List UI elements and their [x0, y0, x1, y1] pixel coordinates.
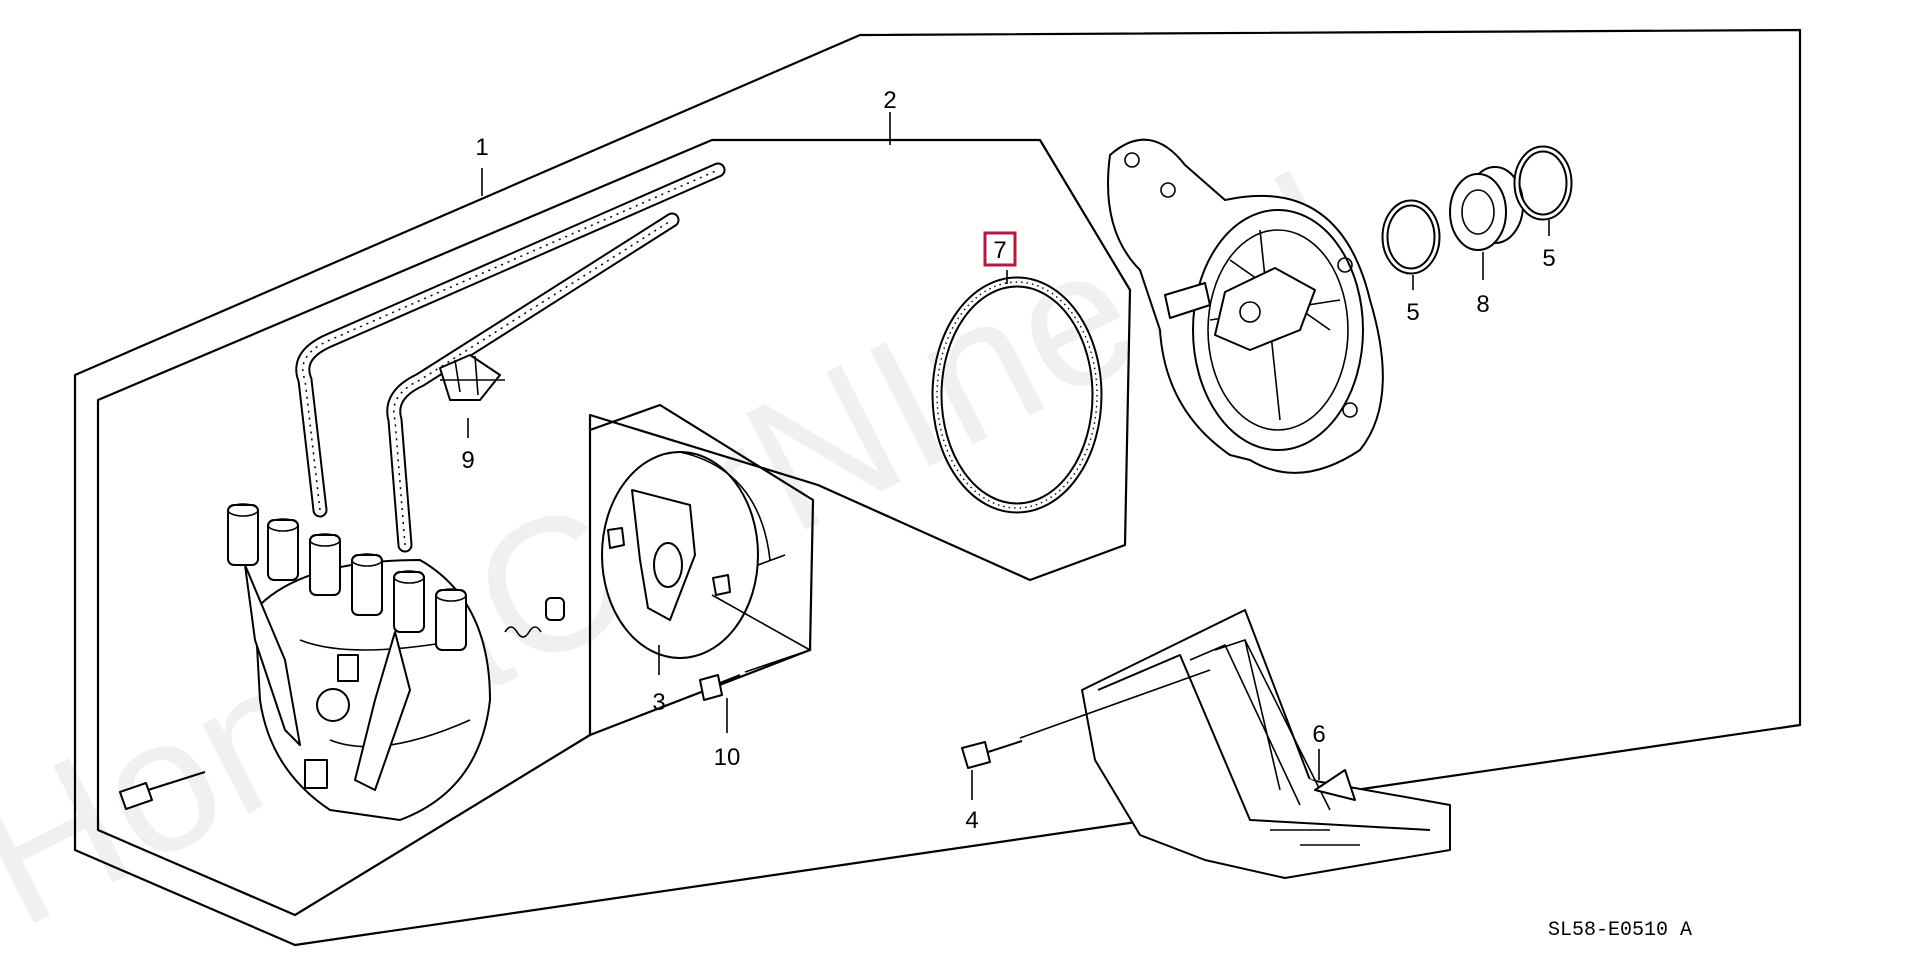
rotor-screw	[699, 594, 812, 701]
callout-2[interactable]: 2	[883, 87, 896, 114]
callout-10[interactable]: 10	[714, 744, 741, 771]
assembly-boundary-outer	[73, 28, 1802, 947]
callout-1[interactable]: 1	[475, 134, 488, 161]
callout-3[interactable]: 3	[652, 689, 665, 716]
rotor	[601, 451, 786, 659]
callout-5-right[interactable]: 5	[1542, 245, 1555, 272]
cap-screw	[119, 771, 206, 810]
callout-8[interactable]: 8	[1476, 291, 1489, 318]
wire-clip	[439, 354, 505, 401]
callout-4[interactable]: 4	[965, 807, 978, 834]
leader-lines	[467, 112, 1550, 800]
callout-5-left[interactable]: 5	[1406, 299, 1419, 326]
callout-7[interactable]: 7	[993, 237, 1006, 264]
callout-9[interactable]: 9	[461, 447, 474, 474]
rotor-group-boundary	[588, 403, 815, 737]
guard-bolt	[961, 669, 1211, 769]
callout-7-highlight-box	[983, 231, 1017, 267]
diagram-reference-code: SL58-E0510 A	[1548, 919, 1692, 942]
distributor-cap	[227, 503, 491, 821]
callout-6[interactable]: 6	[1312, 721, 1325, 748]
spring-and-brush	[504, 597, 565, 638]
shaft-seal	[1449, 166, 1524, 251]
o-ring-small-left	[1381, 199, 1441, 275]
assembly-boundary-inner	[96, 138, 1132, 917]
distributor-housing	[1107, 138, 1384, 474]
splash-guard	[1081, 609, 1451, 879]
o-ring-small-right	[1513, 145, 1573, 221]
ignition-wires	[295, 162, 726, 553]
o-ring-large	[931, 276, 1103, 514]
